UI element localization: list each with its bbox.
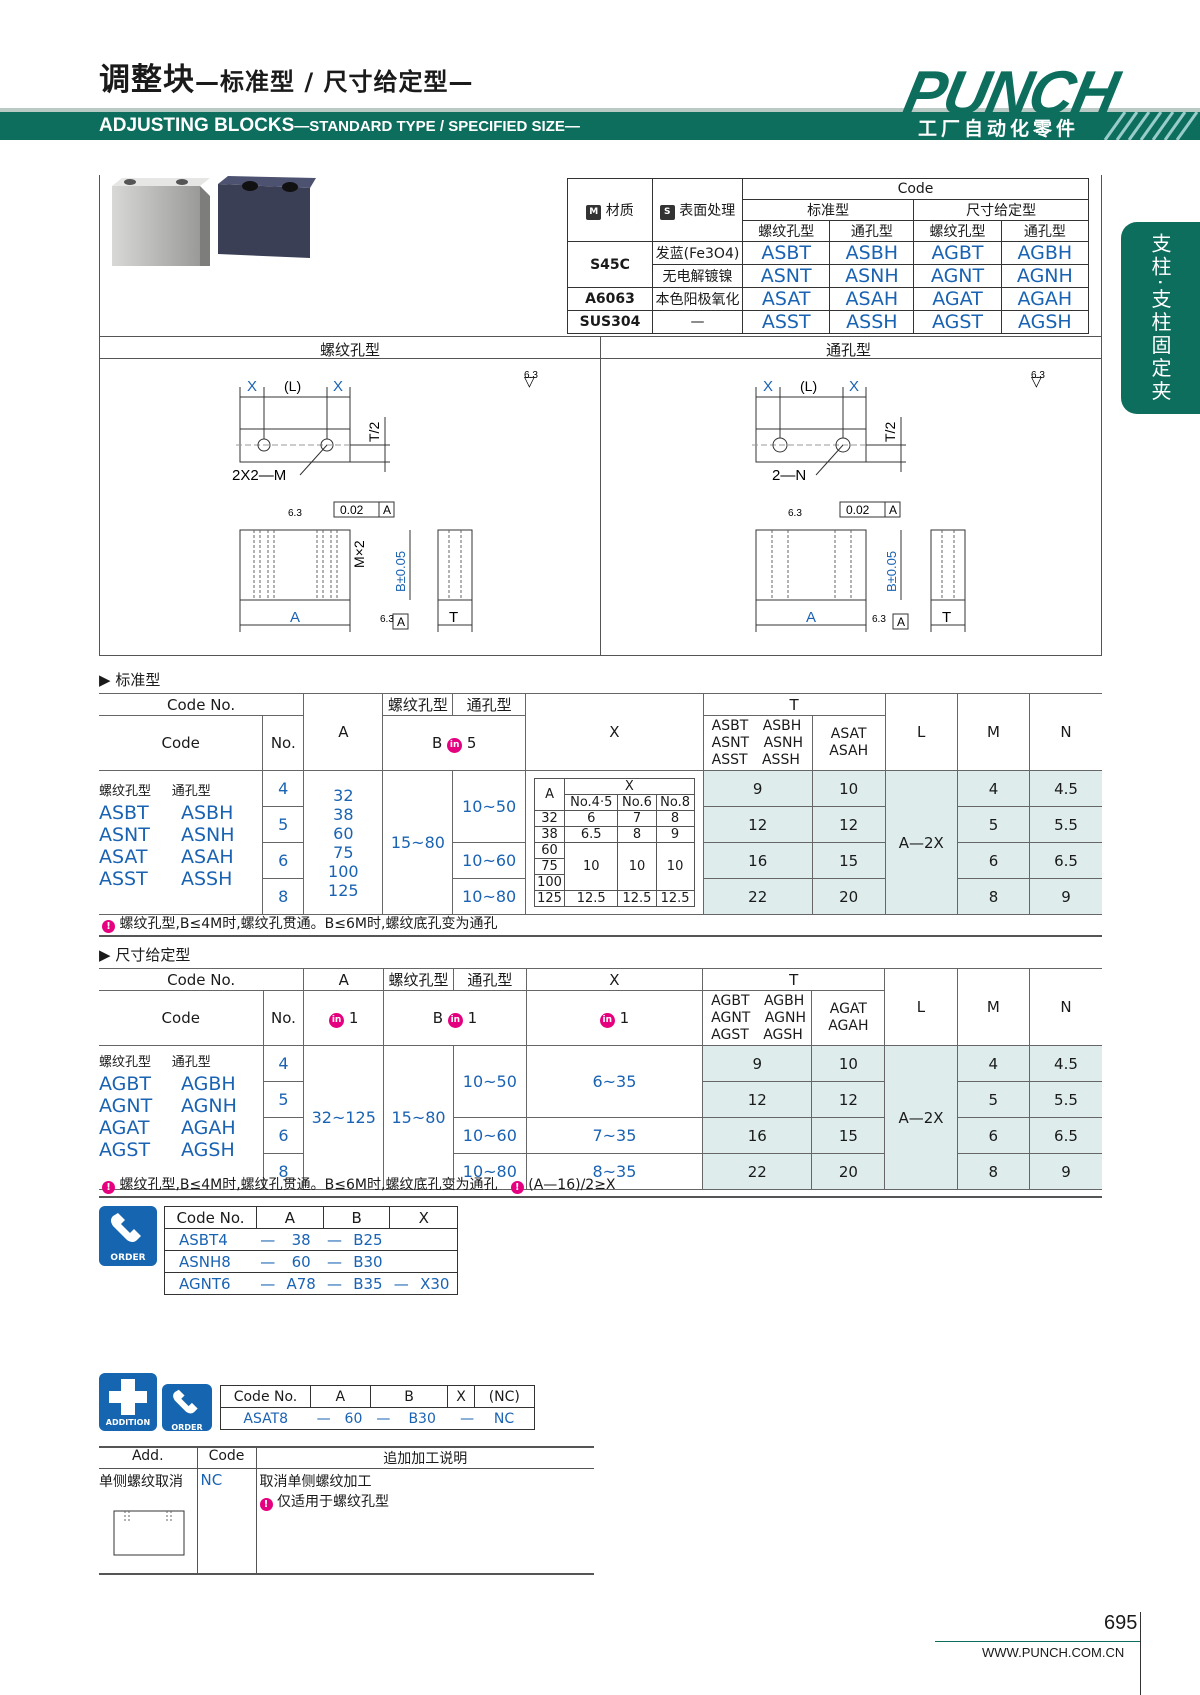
product-photo (112, 176, 316, 266)
svg-text:A: A (897, 615, 905, 629)
standard-note: ! 螺纹孔型,B≤4M时,螺纹孔贯通。B≤6M时,螺纹底孔变为通孔 (99, 912, 1102, 937)
side-tab[interactable]: 支柱·支柱固定夹 (1121, 222, 1200, 414)
svg-text:A: A (290, 609, 300, 626)
svg-text:6.3: 6.3 (872, 614, 886, 625)
specified-table: Code No. A 螺纹孔型 通孔型 X T L M N Code No. i… (99, 968, 1102, 1190)
svg-text:T/2: T/2 (366, 422, 382, 442)
page-title-en: ADJUSTING BLOCKS—STANDARD TYPE / SPECIFI… (99, 115, 580, 136)
footer-url[interactable]: WWW.PUNCH.COM.CN (982, 1645, 1125, 1660)
svg-text:(L): (L) (800, 378, 817, 394)
svg-text:6.3: 6.3 (524, 370, 538, 381)
header-material: M 材质 (567, 178, 653, 242)
svg-text:A: A (397, 615, 405, 629)
svg-text:T: T (942, 609, 951, 626)
svg-text:0.02: 0.02 (340, 503, 364, 517)
header-band-light (0, 108, 1200, 113)
standard-table: Code No. A 螺纹孔型 通孔型 X T L M N Code No. B… (99, 693, 1102, 915)
header-surface: S 表面处理 (652, 178, 743, 242)
page-number: 695 (1104, 1612, 1138, 1634)
svg-text:▽: ▽ (1031, 373, 1042, 389)
svg-text:(L): (L) (284, 378, 301, 394)
svg-text:X: X (247, 378, 257, 395)
header-band (0, 112, 1200, 140)
svg-text:A: A (889, 503, 897, 517)
svg-text:2X2—M: 2X2—M (232, 467, 286, 484)
svg-text:6.3: 6.3 (380, 614, 394, 625)
svg-text:A: A (806, 609, 816, 626)
drawing-through: X (L) X T/2 2—N 6.3▽ 0.02 A 6.3 A B±0.05… (752, 370, 1045, 632)
material-table: M 材质 S 表面处理 Code 标准型尺寸给定型 螺纹孔型通孔型螺纹孔型通孔型… (567, 178, 1090, 334)
svg-text:2—N: 2—N (772, 467, 806, 484)
svg-text:6.3: 6.3 (288, 508, 302, 519)
svg-text:▽: ▽ (524, 373, 535, 389)
addition-icon: ADDITION (99, 1373, 157, 1431)
svg-text:M×2: M×2 (351, 540, 367, 568)
svg-text:6.3: 6.3 (788, 508, 802, 519)
svg-text:X: X (763, 378, 773, 395)
svg-text:X: X (849, 378, 859, 395)
svg-text:T/2: T/2 (882, 422, 898, 442)
drawing-title-thread: 螺纹孔型 (320, 341, 381, 359)
svg-text:0.02: 0.02 (846, 503, 870, 517)
section-standard: ▶ 标准型 (99, 671, 161, 689)
order-icon: ORDER (99, 1206, 157, 1266)
svg-text:X: X (333, 378, 343, 395)
brand-subtitle: 工厂自动化零件 (918, 118, 1080, 140)
addition-order-icon: ORDER (162, 1384, 212, 1432)
svg-text:B±0.05: B±0.05 (393, 551, 408, 592)
svg-text:T: T (449, 609, 458, 626)
drawing-title-through: 通孔型 (826, 341, 872, 359)
svg-text:6.3: 6.3 (1031, 370, 1045, 381)
svg-text:B±0.05: B±0.05 (884, 551, 899, 592)
nc-drawing (113, 1510, 185, 1556)
svg-text:A: A (383, 503, 391, 517)
section-specified: ▶ 尺寸给定型 (99, 946, 191, 964)
stripes-decoration (1103, 112, 1199, 140)
drawing-thread: X (L) X T/2 2X2—M 6.3▽ 0.02 A 6.3 A M×2 … (232, 370, 538, 632)
page-title: 调整块—标准型 / 尺寸给定型— (99, 62, 474, 98)
specified-note: ! 螺纹孔型,B≤4M时,螺纹孔贯通。B≤6M时,螺纹底孔变为通孔 ! (A—1… (99, 1173, 1102, 1198)
